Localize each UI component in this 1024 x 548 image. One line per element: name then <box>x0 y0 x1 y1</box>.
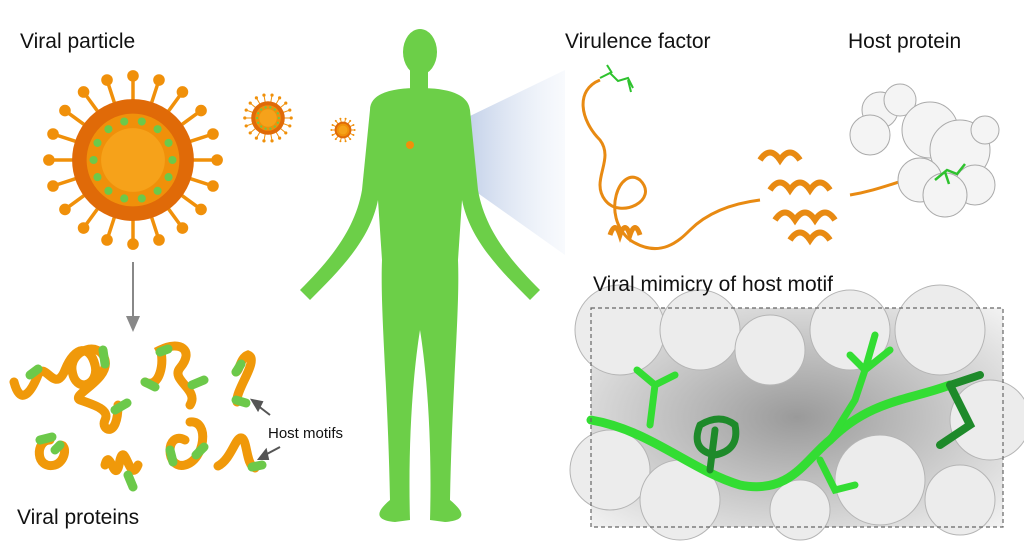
label-virulence-factor: Virulence factor <box>565 30 711 53</box>
label-viral-particle: Viral particle <box>20 30 136 53</box>
label-mimicry: Viral mimicry of host motif <box>593 273 833 296</box>
virus-on-body-icon <box>406 141 414 149</box>
zoom-cone <box>410 70 565 255</box>
tiny-virus-icon <box>330 117 356 143</box>
viral-particle-icon <box>43 70 223 250</box>
mimicry-inset <box>569 284 1024 541</box>
label-host-protein: Host protein <box>848 30 962 53</box>
host-protein-surface <box>849 83 1000 218</box>
label-host-motifs: Host motifs <box>268 425 344 442</box>
label-viral-proteins: Viral proteins <box>17 506 140 529</box>
down-arrow-icon <box>126 262 140 332</box>
bound-peptide <box>934 163 966 185</box>
human-body-silhouette <box>300 29 540 522</box>
pointer-arrows <box>249 398 281 460</box>
viral-proteins-illustration <box>9 341 267 492</box>
small-virus-icon <box>243 93 293 143</box>
